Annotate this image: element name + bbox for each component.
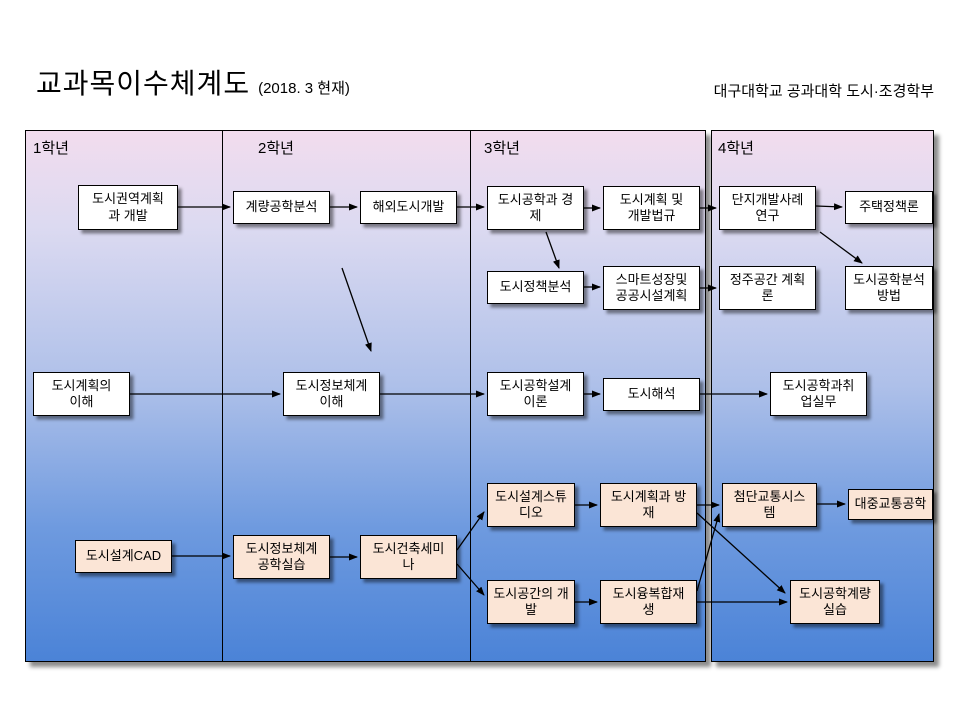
- column-header-year3: 3학년: [484, 140, 520, 157]
- course-box-urban-regional-planning: 도시권역계획 과 개발: [78, 185, 178, 230]
- course-box-site-dev-case-study: 단지개발사례 연구: [719, 186, 816, 230]
- page-title-text: 교과목이수체계도: [36, 68, 251, 99]
- course-box-settlement-planning: 정주공간 계획 론: [719, 266, 816, 310]
- divider-year1-year2: [222, 130, 224, 662]
- course-box-understanding-planning: 도시계획의 이해: [33, 372, 130, 416]
- course-box-smart-growth: 스마트성장및 공공시설계획: [603, 266, 700, 310]
- column-header-year1: 1학년: [33, 140, 69, 157]
- course-box-overseas-urban-dev: 해외도시개발: [360, 191, 457, 224]
- course-box-convergence-regeneration: 도시융복합재 생: [600, 580, 697, 624]
- course-box-design-studio: 도시설계스튜 디오: [487, 483, 575, 527]
- column-header-year2: 2학년: [258, 140, 294, 157]
- course-box-design-theory: 도시공학설계 이론: [487, 372, 584, 416]
- course-box-career-practice: 도시공학과취 업실무: [770, 372, 867, 416]
- course-box-analysis-methods: 도시공학분석 방법: [845, 266, 933, 310]
- course-box-public-transport: 대중교통공학: [848, 489, 933, 520]
- course-box-planning-law: 도시계획 및 개발법규: [603, 186, 700, 230]
- course-box-urban-info-systems: 도시정보체계 이해: [283, 372, 380, 416]
- course-box-urban-policy-analysis: 도시정책분석: [487, 271, 584, 304]
- course-box-urban-space-dev: 도시공간의 개 발: [487, 580, 575, 624]
- course-box-quantitative-analysis: 계량공학분석: [233, 191, 330, 224]
- department-label: 대구대학교 공과대학 도시·조경학부: [713, 83, 934, 100]
- course-box-disaster-prevention: 도시계획과 방 재: [600, 483, 697, 527]
- course-box-info-systems-practice: 도시정보체계 공학실습: [233, 535, 330, 579]
- course-box-architecture-seminar: 도시건축세미 나: [360, 535, 457, 579]
- course-box-advanced-transport: 첨단교통시스 템: [722, 483, 817, 527]
- page-title-date: (2018. 3 현재): [258, 80, 350, 97]
- column-header-year4: 4학년: [718, 140, 754, 157]
- course-box-quantitative-practice: 도시공학계량 실습: [790, 580, 880, 624]
- course-box-urban-economics: 도시공학과 경 제: [487, 186, 584, 230]
- course-box-housing-policy: 주택정책론: [845, 191, 933, 224]
- divider-year2-year3: [470, 130, 472, 662]
- course-box-urban-analysis: 도시해석: [603, 378, 700, 411]
- course-box-urban-design-cad: 도시설계CAD: [75, 540, 172, 573]
- page-title: 교과목이수체계도 (2018. 3 현재): [36, 62, 350, 102]
